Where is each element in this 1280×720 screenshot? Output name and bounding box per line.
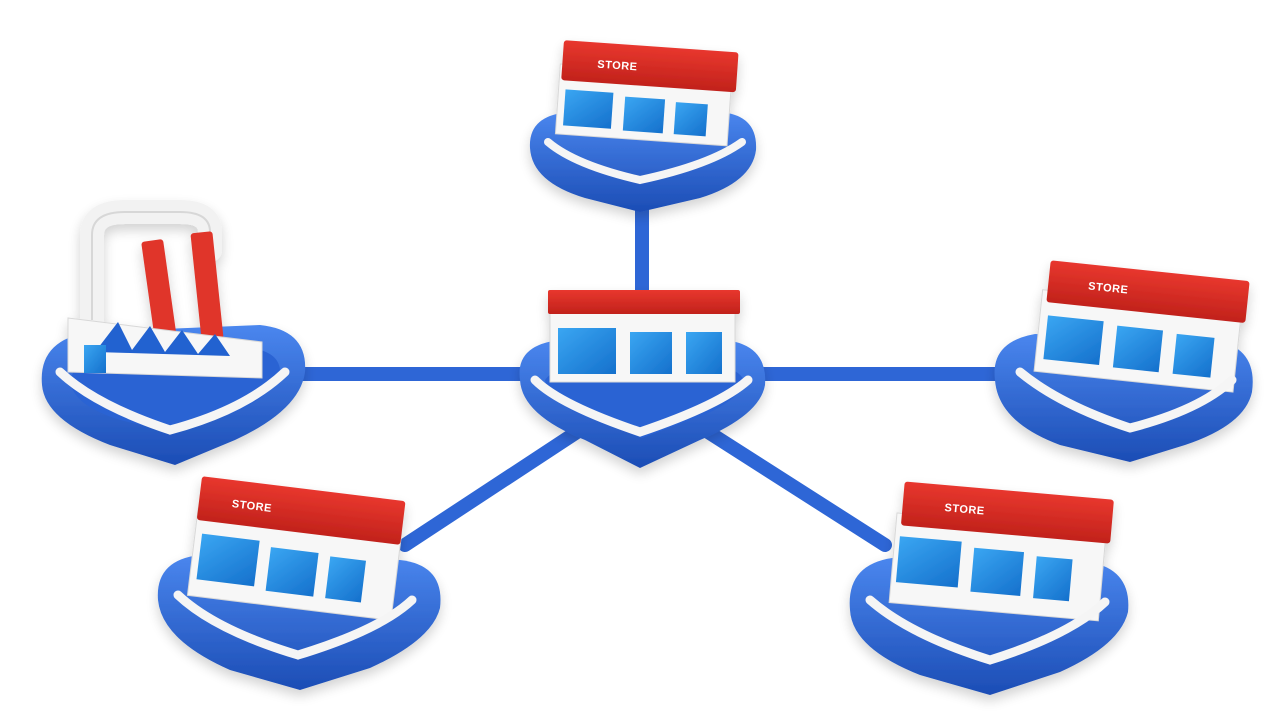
roof-bottom-left (197, 476, 406, 545)
sign-top: STORE (597, 59, 638, 74)
window-icon (1112, 325, 1164, 373)
store-building-top: STORE (554, 40, 739, 147)
roof-bottom-right (901, 481, 1114, 544)
connector-bottom-left (398, 423, 587, 552)
roof-top (561, 40, 739, 93)
store-building-center (548, 290, 740, 383)
factory-building (67, 200, 263, 379)
window-icon (563, 89, 614, 129)
sign-right: STORE (1088, 280, 1129, 296)
node-top: STORE (529, 40, 757, 212)
node-bottom-left: STORE (157, 476, 441, 690)
window-icon (630, 332, 672, 374)
window-icon (558, 328, 616, 374)
store-building-bottom-left: STORE (186, 476, 406, 621)
chimney-icon (141, 239, 177, 341)
node-left (41, 200, 306, 465)
node-center (519, 290, 766, 468)
roof-right (1046, 260, 1250, 323)
network-connectors (293, 183, 1012, 552)
window-icon (970, 547, 1025, 596)
window-icon (1033, 556, 1073, 602)
chimney-icon (190, 231, 224, 341)
window-icon (686, 332, 722, 374)
window-icon (196, 533, 260, 587)
node-bottom-right: STORE (849, 481, 1129, 695)
node-right: STORE (994, 260, 1253, 462)
sign-bottom-right: STORE (944, 502, 985, 517)
store-building-right: STORE (1033, 260, 1250, 393)
window-icon (325, 556, 366, 603)
window-icon (265, 547, 319, 597)
store-building-bottom-right: STORE (888, 481, 1114, 622)
connector-bottom-right (698, 423, 892, 552)
window-icon (84, 345, 106, 373)
window-icon (673, 102, 708, 137)
sawtooth-roof-icon (95, 322, 230, 356)
roof-center (548, 290, 740, 314)
window-icon (1172, 333, 1215, 378)
sign-bottom-left: STORE (231, 498, 272, 515)
window-icon (622, 96, 666, 134)
window-icon (895, 536, 962, 588)
window-icon (1043, 315, 1104, 365)
